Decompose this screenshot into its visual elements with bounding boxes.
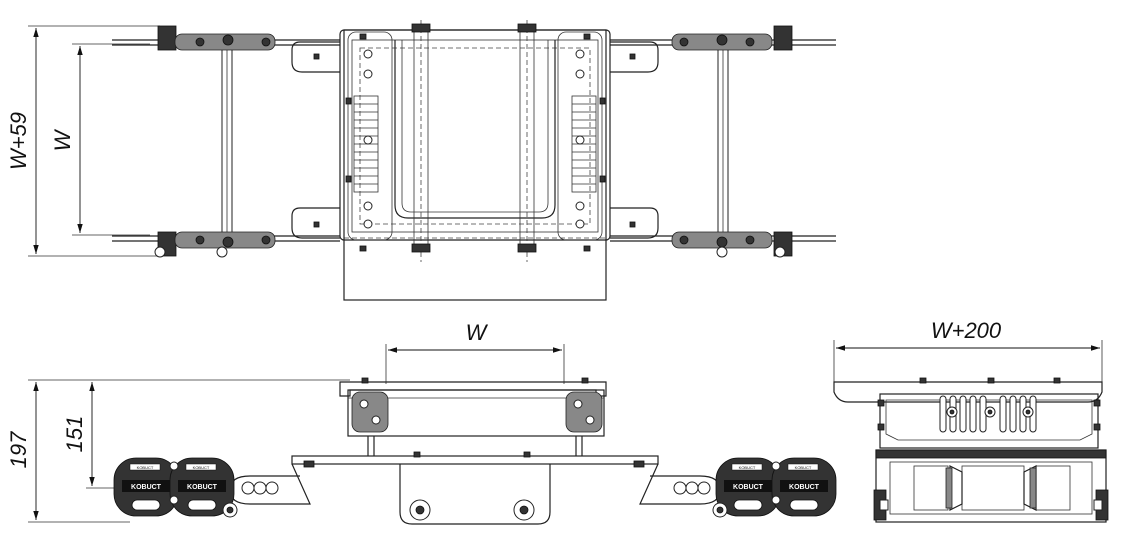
dim-label-w-plus-200: W+200 [931,318,1002,343]
dimension-w-side: W [385,320,565,384]
left-chain-links-top [112,25,340,258]
screw-markers [313,33,636,252]
dim-label-w-top: W [50,128,75,151]
left-chain-links-side: KOBUCT KOBUCT KOBUCT KOBUCT [113,457,238,518]
right-bracket-arm [639,463,721,505]
dimension-151: 151 [62,382,140,489]
dimension-w-plus-59: W+59 [6,25,160,257]
dim-label-197: 197 [6,431,31,468]
right-chain-links-side: KOBUCT KOBUCT KOBUCT KOBUCT [712,457,837,518]
right-chain-links-top [610,25,836,258]
dim-label-w-plus-59: W+59 [6,112,31,170]
top-view: W+59 W [6,20,836,301]
lower-cover-plate [343,237,607,301]
side-view: 197 151 W [6,320,837,525]
dim-label-w-side: W [466,320,489,345]
small-logo-right-2: KOBUCT [795,465,812,470]
logo-right-2: KOBUCT [789,484,820,491]
dim-label-151: 151 [62,416,87,453]
dimension-197: 197 [6,379,350,523]
logo-right-1: KOBUCT [733,484,764,491]
base-plate-side [291,451,659,525]
right-slot-ladder [571,95,597,193]
mounting-holes [363,49,585,229]
dimension-w-top: W [50,43,150,236]
upper-frame-side [339,377,607,456]
small-logo-left-2: KOBUCT [193,465,210,470]
small-logo-left-1: KOBUCT [137,465,154,470]
left-bracket-arm [229,463,311,505]
dimension-w-plus-200: W+200 [833,318,1103,382]
lower-cover-outline [343,29,607,301]
left-slot-ladder [353,95,379,193]
small-logo-right-1: KOBUCT [739,465,756,470]
logo-left-2: KOBUCT [187,484,218,491]
end-view: W+200 [833,318,1109,523]
logo-left-1: KOBUCT [131,484,162,491]
main-frame [291,20,659,262]
end-fins [939,395,1037,433]
